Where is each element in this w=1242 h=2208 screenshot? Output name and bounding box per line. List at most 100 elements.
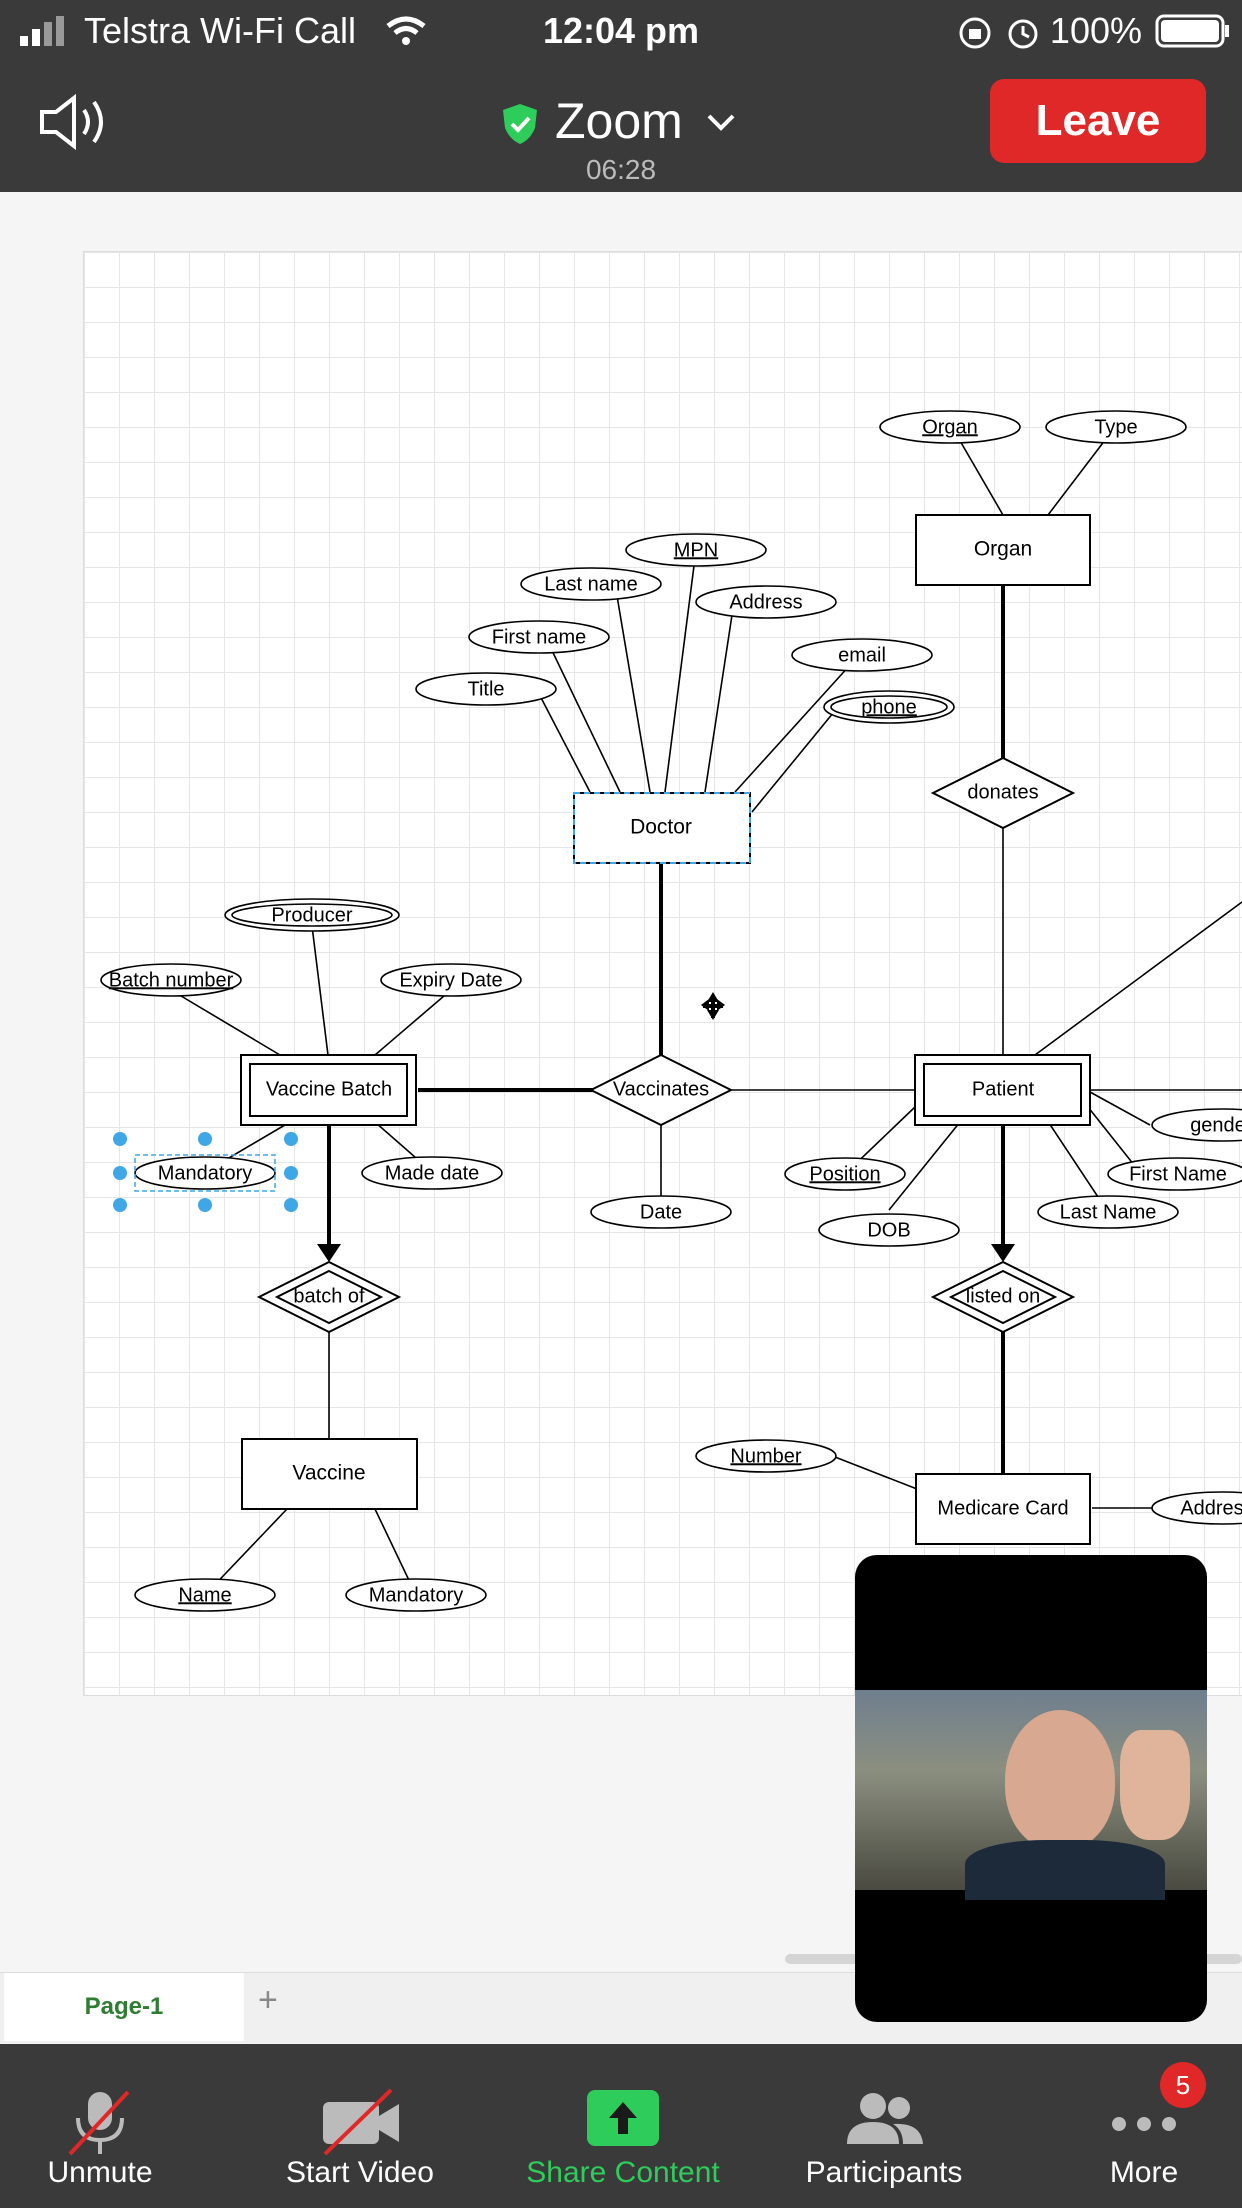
orientation-lock-icon bbox=[959, 17, 991, 49]
attr-patient-position-label: Position bbox=[809, 1163, 880, 1185]
move-cursor-icon bbox=[701, 992, 725, 1020]
attr-doctor-phone-label: phone bbox=[861, 696, 917, 718]
attr-patient-gender[interactable]: gende bbox=[1151, 1108, 1242, 1142]
notification-badge: 5 bbox=[1160, 2062, 1206, 2108]
participants-icon bbox=[847, 2093, 923, 2144]
attr-doctor-address-label: Address bbox=[729, 591, 802, 613]
leave-button[interactable]: Leave bbox=[990, 79, 1206, 163]
attr-doctor-mpn-label: MPN bbox=[674, 539, 718, 561]
attr-batch-producer-label: Producer bbox=[271, 904, 352, 926]
attr-vaccinates-date[interactable]: Date bbox=[590, 1195, 732, 1229]
relationship-listed-on[interactable]: listed on bbox=[930, 1260, 1076, 1334]
relationship-listed-on-label: listed on bbox=[966, 1285, 1041, 1307]
relationship-batch-of[interactable]: batch of bbox=[256, 1260, 402, 1334]
signal-icon bbox=[20, 16, 64, 46]
start-video-label: Start Video bbox=[286, 2156, 434, 2189]
attr-patient-first-name[interactable]: First Name bbox=[1107, 1157, 1242, 1191]
share-arrow-icon bbox=[587, 2090, 659, 2146]
attr-card-number-label: Number bbox=[730, 1445, 801, 1467]
attr-doctor-mpn[interactable]: MPN bbox=[625, 533, 767, 567]
attr-doctor-first-name-label: First name bbox=[492, 626, 586, 648]
entity-organ-label: Organ bbox=[974, 538, 1032, 561]
attr-patient-first-name-label: First Name bbox=[1129, 1163, 1227, 1185]
carrier-name: Telstra Wi-Fi Call bbox=[84, 10, 357, 51]
relationship-vaccinates-label: Vaccinates bbox=[613, 1078, 709, 1100]
more-dots-icon bbox=[1112, 2117, 1176, 2131]
status-bar: Telstra Wi-Fi Call 12:04 pm 100% bbox=[0, 0, 1242, 62]
attr-batch-made-date[interactable]: Made date bbox=[361, 1156, 503, 1190]
attr-batch-mandatory[interactable]: Mandatory bbox=[134, 1154, 276, 1192]
attr-batch-number[interactable]: Batch number bbox=[100, 963, 242, 997]
meeting-timer: 06:28 bbox=[585, 154, 657, 185]
attr-vaccinates-date-label: Date bbox=[640, 1201, 682, 1223]
entity-medicare-card-label: Medicare Card bbox=[937, 1497, 1068, 1519]
speaker-icon[interactable] bbox=[36, 92, 112, 152]
relationship-batch-of-label: batch of bbox=[293, 1285, 365, 1307]
attr-card-number[interactable]: Number bbox=[695, 1439, 837, 1473]
entity-patient[interactable]: Patient bbox=[914, 1054, 1091, 1126]
attr-doctor-phone[interactable]: phone bbox=[823, 690, 955, 724]
relationship-vaccinates[interactable]: Vaccinates bbox=[588, 1053, 734, 1127]
attr-batch-number-label: Batch number bbox=[109, 969, 234, 991]
attr-batch-expiry-date[interactable]: Expiry Date bbox=[380, 963, 522, 997]
alarm-icon bbox=[1008, 19, 1038, 49]
selection-handles[interactable] bbox=[113, 1132, 298, 1212]
self-video-tile[interactable] bbox=[855, 1555, 1207, 2022]
entity-doctor[interactable]: Doctor bbox=[573, 792, 751, 864]
chevron-down-icon[interactable] bbox=[706, 112, 736, 134]
muted-mic-icon bbox=[68, 2090, 130, 2156]
attr-batch-mandatory-label: Mandatory bbox=[158, 1162, 253, 1184]
attr-card-address[interactable]: Addres bbox=[1151, 1491, 1242, 1525]
battery-icon bbox=[1155, 14, 1229, 48]
attr-vaccine-mandatory[interactable]: Mandatory bbox=[345, 1578, 487, 1612]
participants-label: Participants bbox=[805, 2156, 963, 2189]
entity-vaccine-batch[interactable]: Vaccine Batch bbox=[240, 1054, 417, 1126]
unmute-button[interactable]: Unmute bbox=[0, 2044, 200, 2208]
attr-patient-last-name[interactable]: Last Name bbox=[1037, 1195, 1179, 1229]
more-button[interactable]: More bbox=[1044, 2044, 1242, 2208]
add-page-icon[interactable]: + bbox=[258, 1981, 278, 2019]
unmute-label: Unmute bbox=[47, 2156, 153, 2189]
entity-medicare-card[interactable]: Medicare Card bbox=[915, 1473, 1091, 1545]
attr-patient-last-name-label: Last Name bbox=[1060, 1201, 1157, 1223]
attr-card-address-label: Addres bbox=[1180, 1497, 1242, 1519]
page-tab-1[interactable]: Page-1 bbox=[4, 1973, 244, 2041]
relationship-donates-label: donates bbox=[967, 781, 1038, 803]
attr-vaccine-name[interactable]: Name bbox=[134, 1578, 276, 1612]
entity-organ[interactable]: Organ bbox=[915, 514, 1091, 586]
security-shield-icon bbox=[503, 104, 537, 144]
entity-doctor-label: Doctor bbox=[630, 816, 692, 839]
attr-batch-producer[interactable]: Producer bbox=[224, 898, 400, 932]
meeting-title[interactable]: Zoom bbox=[555, 93, 683, 149]
attr-organ-key-label: Organ bbox=[922, 416, 978, 438]
participant-shirt bbox=[965, 1840, 1165, 1900]
entity-patient-label: Patient bbox=[972, 1078, 1035, 1100]
attr-doctor-last-name[interactable]: Last name bbox=[520, 567, 662, 601]
participant-hand bbox=[1120, 1730, 1190, 1840]
share-content-button[interactable]: Share Content bbox=[523, 2044, 723, 2208]
attr-vaccine-mandatory-label: Mandatory bbox=[369, 1584, 464, 1606]
attr-organ-type[interactable]: Type bbox=[1045, 410, 1187, 444]
attr-doctor-first-name[interactable]: First name bbox=[468, 620, 610, 654]
video-feed bbox=[855, 1690, 1207, 1900]
attr-doctor-address[interactable]: Address bbox=[695, 585, 837, 619]
attr-patient-dob[interactable]: DOB bbox=[818, 1213, 960, 1247]
clock-time: 12:04 pm bbox=[542, 10, 700, 51]
attr-doctor-title[interactable]: Title bbox=[415, 672, 557, 706]
more-label: More bbox=[1109, 2156, 1179, 2189]
attr-doctor-email[interactable]: email bbox=[791, 638, 933, 672]
participants-button[interactable]: Participants bbox=[784, 2044, 984, 2208]
attr-patient-gender-label: gende bbox=[1190, 1114, 1242, 1136]
wifi-icon bbox=[386, 16, 426, 45]
share-content-label: Share Content bbox=[526, 2156, 720, 2189]
start-video-button[interactable]: Start Video bbox=[260, 2044, 460, 2208]
entity-vaccine-label: Vaccine bbox=[292, 1462, 365, 1485]
er-diagram[interactable]: Organ Doctor Vaccine Batch Patient Vacci… bbox=[0, 192, 1242, 1972]
meeting-toolbar: Unmute Start Video Share Content Partici… bbox=[0, 2044, 1242, 2208]
attr-patient-dob-label: DOB bbox=[867, 1219, 910, 1241]
attr-doctor-last-name-label: Last name bbox=[544, 573, 637, 595]
entity-vaccine[interactable]: Vaccine bbox=[241, 1438, 418, 1510]
attr-organ-key[interactable]: Organ bbox=[879, 410, 1021, 444]
attr-patient-position[interactable]: Position bbox=[784, 1157, 906, 1191]
relationship-donates[interactable]: donates bbox=[930, 756, 1076, 830]
